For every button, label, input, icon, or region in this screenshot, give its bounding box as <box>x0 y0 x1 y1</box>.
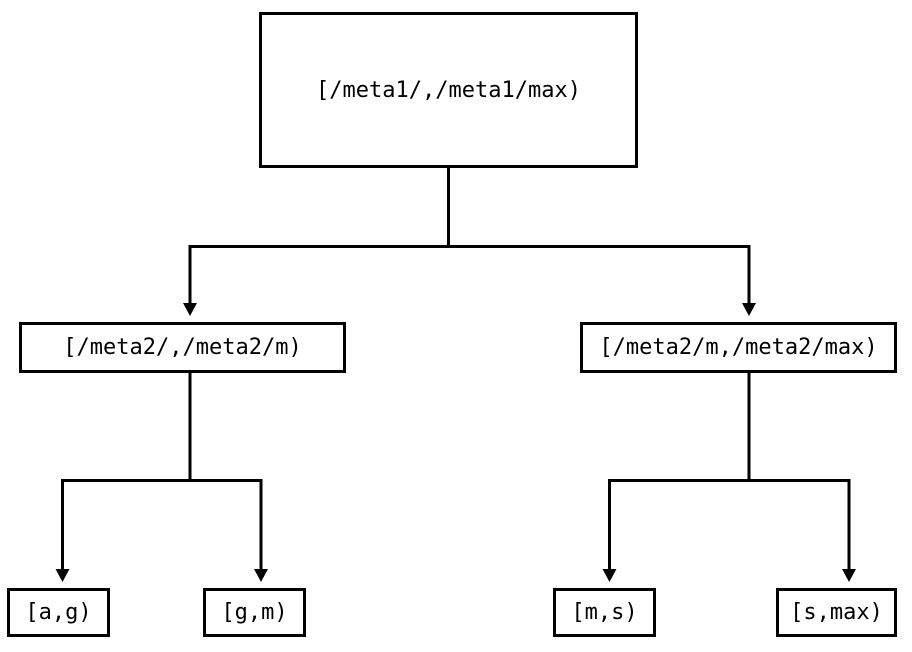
node-leaf-2[interactable]: [g,m) <box>203 588 306 637</box>
node-leaf-3-label: [m,s) <box>571 600 638 625</box>
edge-mid-left-to-leaf-1 <box>55 373 192 582</box>
edge-mid-right-to-leaf-4 <box>747 373 856 582</box>
node-mid-right-label: [/meta2/m,/meta2/max) <box>599 335 878 360</box>
node-leaf-2-label: [g,m) <box>221 600 288 625</box>
arrowhead-icon <box>842 569 856 582</box>
edge-root-to-mid-right <box>447 168 756 316</box>
node-leaf-4-label: [s,max) <box>790 600 883 625</box>
arrowhead-icon <box>602 569 617 582</box>
node-mid-left[interactable]: [/meta2/,/meta2/m) <box>19 322 346 373</box>
node-root-label: [/meta1/,/meta1/max) <box>316 77 581 103</box>
edge-root-to-mid-left <box>183 168 450 316</box>
edge-mid-left-to-leaf-2 <box>188 373 268 582</box>
node-leaf-1-label: [a,g) <box>25 600 92 625</box>
node-leaf-3[interactable]: [m,s) <box>553 588 656 637</box>
node-mid-left-label: [/meta2/,/meta2/m) <box>63 335 302 360</box>
edge-mid-right-to-leaf-3 <box>602 373 751 582</box>
arrowhead-icon <box>254 569 268 582</box>
arrowhead-icon <box>742 303 756 316</box>
node-root[interactable]: [/meta1/,/meta1/max) <box>259 12 638 168</box>
node-mid-right[interactable]: [/meta2/m,/meta2/max) <box>580 322 897 373</box>
node-leaf-4[interactable]: [s,max) <box>776 588 897 637</box>
arrowhead-icon <box>183 303 197 316</box>
arrowhead-icon <box>55 569 70 582</box>
node-leaf-1[interactable]: [a,g) <box>7 588 110 637</box>
